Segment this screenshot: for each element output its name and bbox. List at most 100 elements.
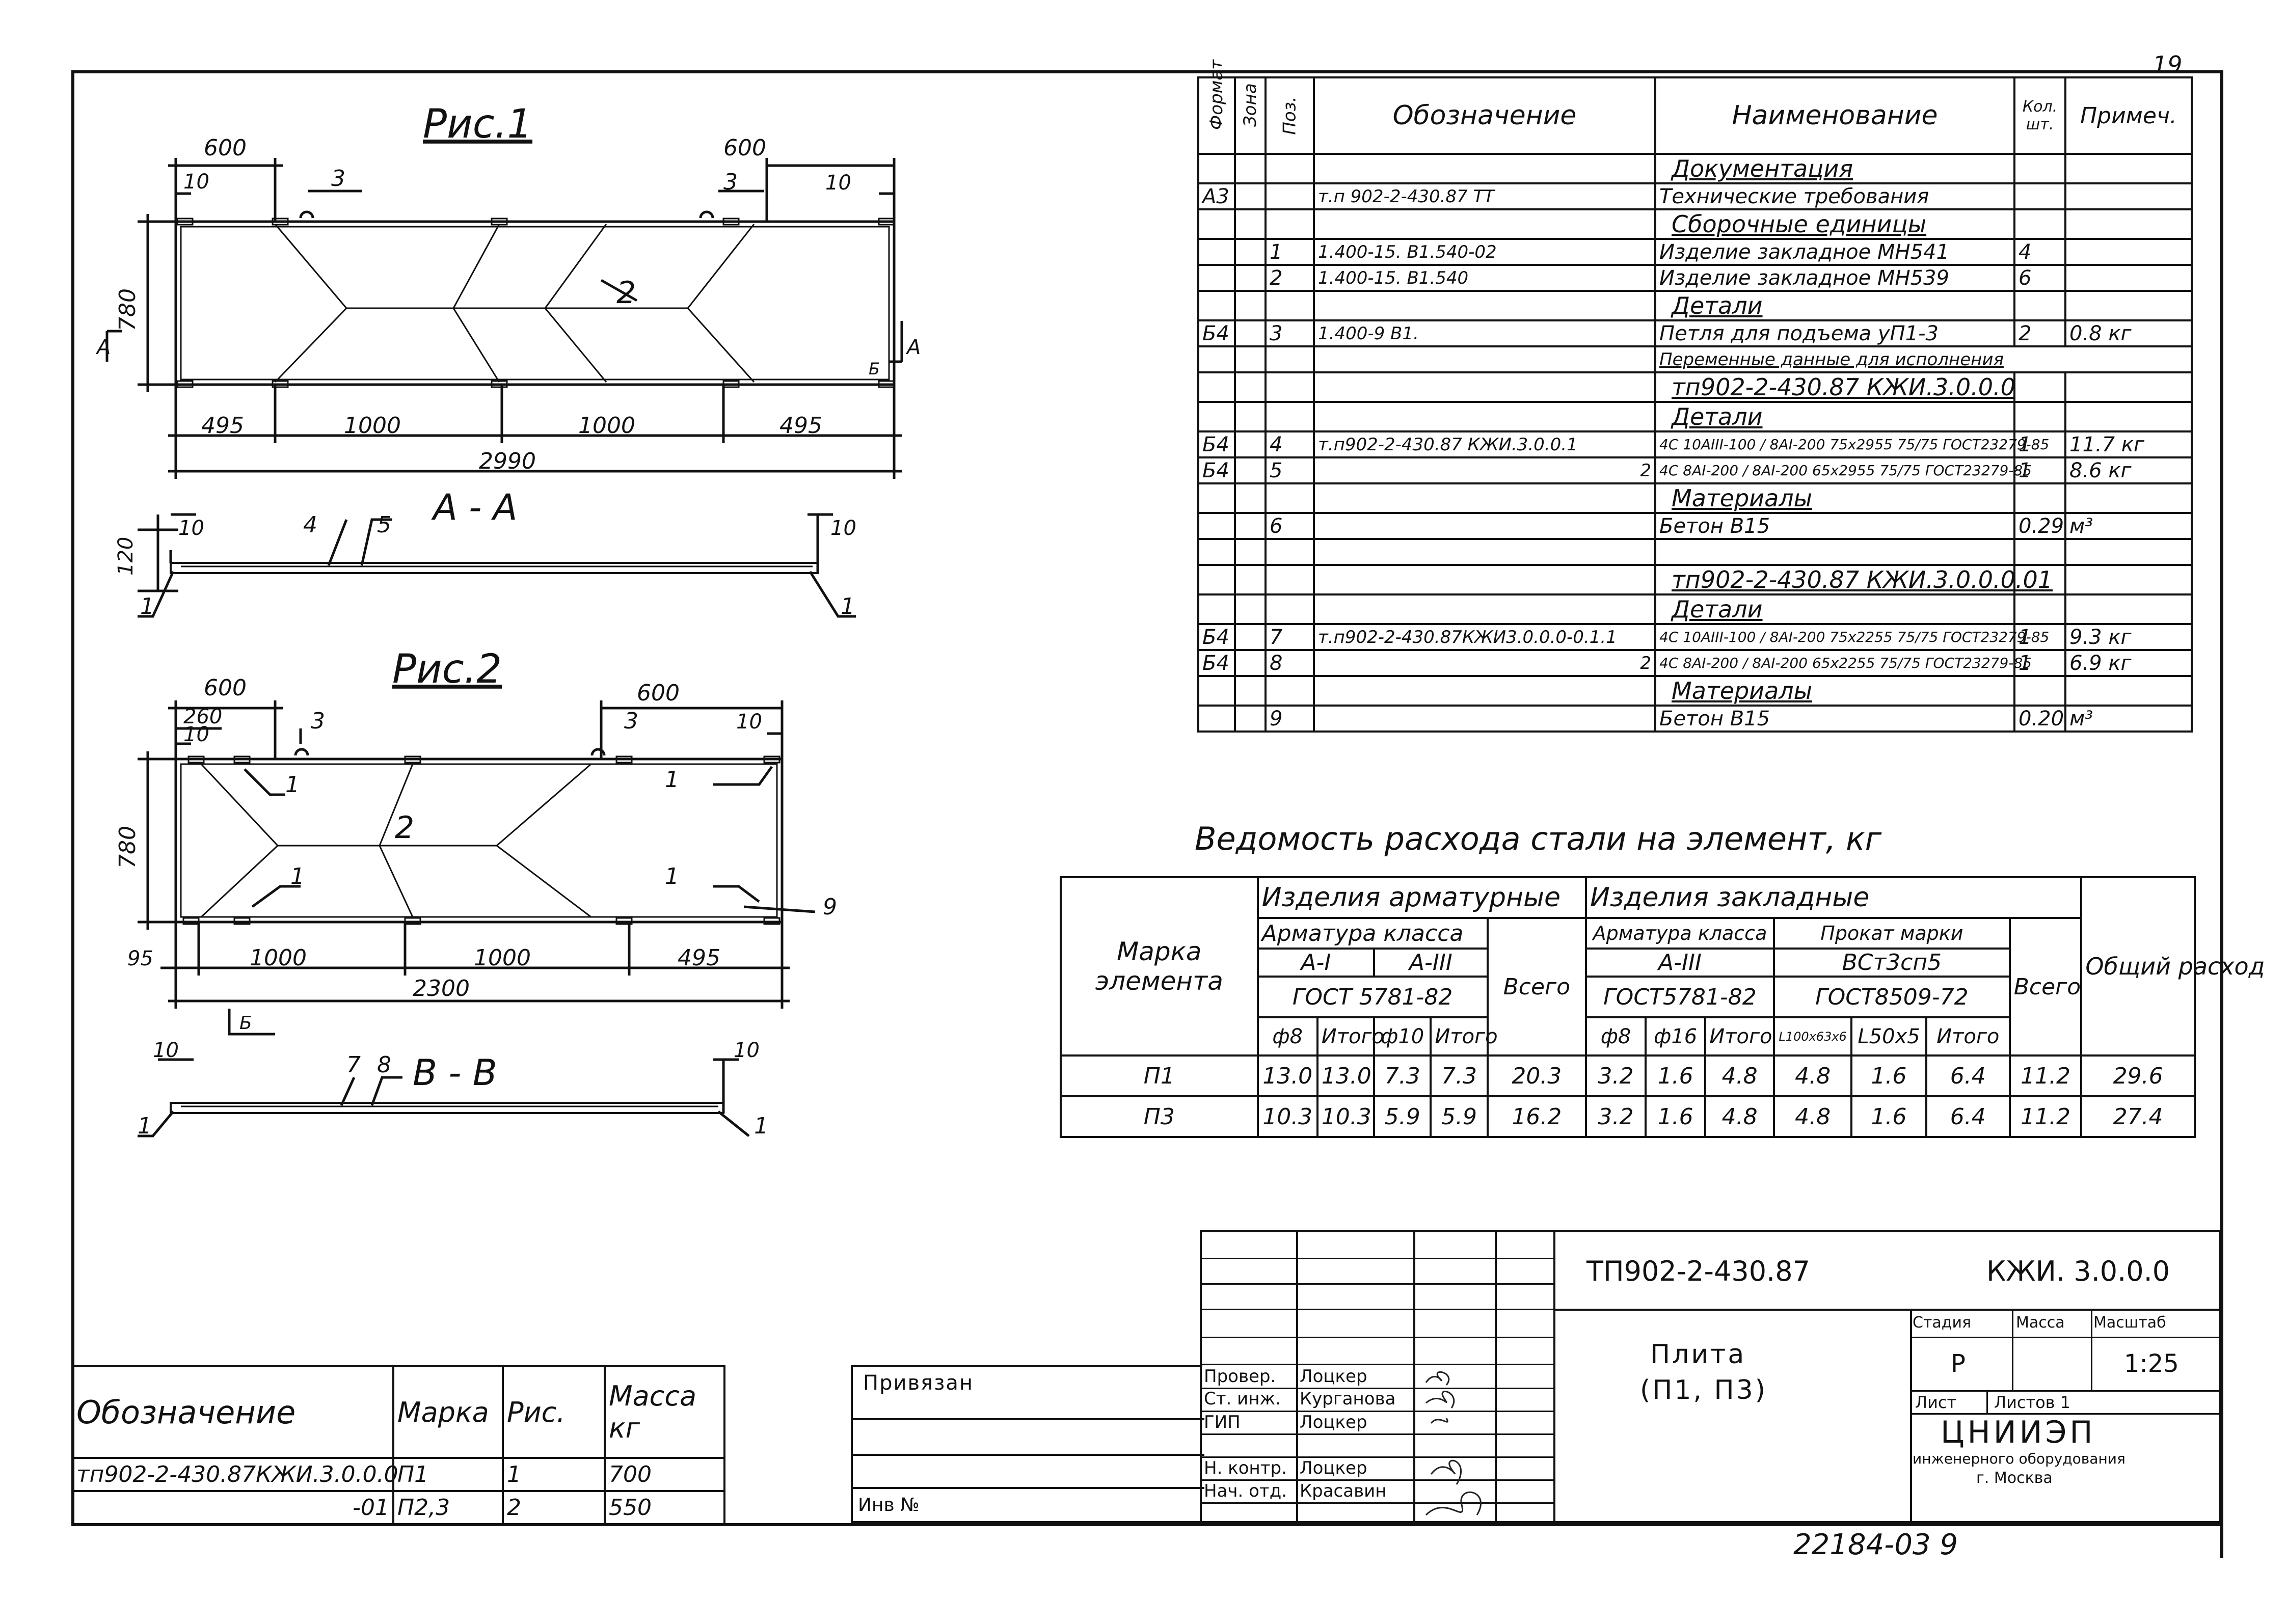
spec-cell-pos — [1264, 538, 1315, 566]
spec-cell-pos: 7 — [1264, 623, 1315, 651]
fig1-dim: 495 — [201, 413, 244, 439]
spec-cell-fmt — [1197, 675, 1236, 707]
spec-cell-qty: 1 — [2013, 430, 2066, 458]
spec-cell-note: 6.9 кг — [2064, 649, 2193, 677]
spec-cell-zone — [1234, 649, 1267, 677]
marks-cell: тп902-2-430.87КЖИ.3.0.0.0 — [71, 1457, 398, 1492]
spec-cell-name: 4С 8АI-200 / 8АI-200 65х2255 75/75 ГОСТ2… — [1654, 649, 2032, 677]
spec-cell-qty — [2013, 153, 2066, 184]
fig1-dim: 600 — [723, 135, 766, 161]
spec-cell-pos — [1264, 345, 1315, 373]
spec-cell-fmt — [1197, 264, 1236, 292]
spec-cell-zone — [1234, 538, 1267, 566]
spec-cell-zone — [1234, 401, 1267, 432]
section-b-title: В - В — [413, 1052, 497, 1094]
specification-table: Формат Зона Поз. Обозначение Наименовани… — [1197, 60, 2193, 733]
spec-cell-name: тп902-2-430.87 КЖИ.3.0.0.0.01 — [1654, 564, 2053, 596]
steel-h-grand: Общий расход — [2080, 876, 2265, 1057]
fig2-dim: 1 — [665, 767, 679, 793]
section-b-dim: 1 — [754, 1113, 768, 1139]
steel-h-gost1: ГОСТ 5781-82 — [1256, 976, 1489, 1018]
section-b-dim: 1 — [138, 1113, 152, 1139]
spec-cell-name: Материалы — [1654, 675, 2015, 707]
spec-cell-code — [1313, 593, 1656, 625]
spec-cell-fmt — [1197, 153, 1236, 184]
mass-header: Масса — [2016, 1314, 2065, 1332]
stage-value: Р — [1951, 1349, 1966, 1378]
spec-cell-pos: 1 — [1264, 238, 1315, 266]
fig2-dim: 780 — [115, 826, 141, 869]
section-a-title: А - А — [431, 486, 518, 528]
spec-row: Материалы — [1197, 482, 2193, 514]
marks-h-code: Обозначение — [71, 1365, 394, 1459]
marks-h-fig: Рис. — [502, 1365, 606, 1459]
fig2-dim: 3 — [311, 708, 325, 734]
spec-cell-note: м³ — [2064, 512, 2193, 540]
fig2-dim: Б — [239, 1013, 252, 1034]
steel-h-mark: Марка элемента — [1060, 876, 1259, 1057]
spec-cell-name — [1654, 538, 2015, 566]
steel-h-gost3: ГОСТ8509-72 — [1772, 976, 2011, 1018]
fig2-dim: 10 — [183, 723, 209, 746]
marks-cell: 2 — [502, 1490, 606, 1525]
spec-cell-qty — [2013, 675, 2066, 707]
fig1-dim: 600 — [204, 135, 247, 161]
frame-right-edge — [2220, 70, 2223, 1558]
spec-cell-zone — [1234, 593, 1267, 625]
spec-cell-qty: 4 — [2013, 238, 2066, 266]
spec-cell-note — [2064, 538, 2193, 566]
spec-cell-name: тп902-2-430.87 КЖИ.3.0.0.0 — [1654, 371, 2015, 403]
spec-h-qty: Кол. шт. — [2013, 76, 2066, 155]
fig2-dim: 95 — [127, 947, 153, 970]
fig1-dim: 780 — [115, 288, 141, 331]
steel-subheader: L50х5 — [1850, 1016, 1927, 1057]
spec-cell-note — [2064, 482, 2193, 514]
spec-cell-note — [2064, 208, 2193, 240]
spec-h-note: Примеч. — [2064, 76, 2193, 155]
spec-cell-note: 0.8 кг — [2064, 319, 2193, 347]
role-senior-eng: Ст. инж. — [1204, 1389, 1281, 1409]
steel-value: 4.8 — [1704, 1095, 1775, 1138]
org-city: г. Москва — [1976, 1469, 2053, 1487]
steel-value: 6.4 — [1925, 1054, 2011, 1097]
spec-cell-name: Детали — [1654, 593, 2015, 625]
steel-value: 7.3 — [1373, 1054, 1432, 1097]
steel-value: 20.3 — [1486, 1054, 1587, 1097]
steel-table: Марка элемента Изделия арматурные Издели… — [1060, 876, 2265, 1138]
spec-cell-note — [2064, 401, 2193, 432]
spec-cell-pos: 4 — [1264, 430, 1315, 458]
spec-cell-name: Изделие закладное МН541 — [1654, 238, 2015, 266]
fig2-dim: 495 — [678, 945, 720, 971]
steel-subheader: Итого — [1704, 1016, 1775, 1057]
spec-h-name: Наименование — [1654, 76, 2015, 155]
spec-row: Детали — [1197, 401, 2193, 432]
drawing-frame — [71, 70, 2221, 1526]
marks-cell: 550 — [604, 1490, 725, 1525]
role-gip: ГИП — [1204, 1412, 1241, 1432]
spec-cell-fmt — [1197, 401, 1236, 432]
spec-cell-fmt: Б4 — [1197, 623, 1236, 651]
spec-cell-fmt — [1197, 538, 1236, 566]
steel-value: 11.2 — [2008, 1095, 2083, 1138]
fig1-dim: Б — [869, 359, 880, 378]
spec-cell-qty — [2013, 182, 2066, 210]
spec-cell-pos: 6 — [1264, 512, 1315, 540]
spec-row: Детали — [1197, 290, 2193, 321]
spec-cell-pos — [1264, 593, 1315, 625]
spec-cell-qty: 1 — [2013, 649, 2066, 677]
steel-value: 3.2 — [1584, 1054, 1647, 1097]
fig1-dim: 3 — [331, 166, 345, 192]
spec-cell-name: Материалы — [1654, 482, 2015, 514]
steel-subheader: Итого — [1430, 1016, 1498, 1057]
steel-h-class2: Арматура класса — [1584, 917, 1775, 950]
fig1-dim: 495 — [779, 413, 822, 439]
steel-subheader: ф10 — [1373, 1016, 1432, 1057]
spec-cell-pos — [1264, 401, 1315, 432]
steel-value: 13.0 — [1256, 1054, 1319, 1097]
steel-subheader: ф8 — [1256, 1016, 1319, 1057]
spec-cell-zone — [1234, 564, 1267, 596]
marks-cell: -01 — [71, 1490, 394, 1525]
fig1-dim: 10 — [183, 170, 209, 194]
